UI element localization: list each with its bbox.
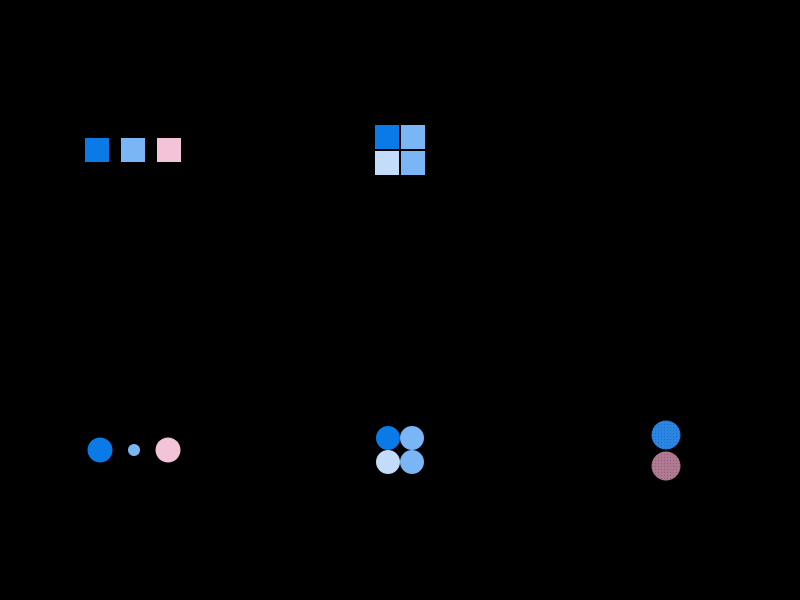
small-light-blue-circle	[128, 444, 140, 456]
textured-circle-stack	[651, 420, 681, 481]
pale-blue-square	[375, 151, 399, 175]
pale-blue-circle	[376, 450, 400, 474]
textured-mauve-circle	[651, 451, 681, 481]
light-blue-circle	[400, 450, 424, 474]
square-grid	[375, 125, 425, 175]
pink-square	[157, 138, 181, 162]
light-blue-square	[401, 151, 425, 175]
blue-circle	[87, 437, 113, 463]
square-row	[85, 138, 181, 162]
blue-square	[375, 125, 399, 149]
circle-grid	[376, 426, 424, 474]
textured-blue-circle	[651, 420, 681, 450]
blue-square	[85, 138, 109, 162]
light-blue-square	[401, 125, 425, 149]
light-blue-square	[121, 138, 145, 162]
circle-row	[87, 437, 181, 463]
pink-circle	[155, 437, 181, 463]
blue-circle	[376, 426, 400, 450]
light-blue-circle	[400, 426, 424, 450]
